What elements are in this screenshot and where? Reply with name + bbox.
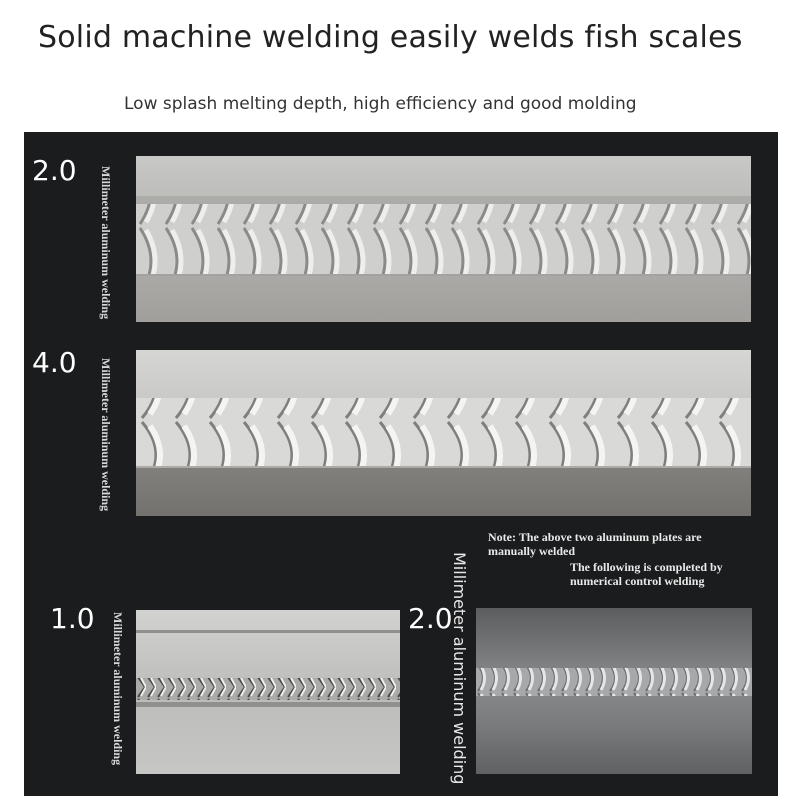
cnc-welding-note: The following is completed by numerical … — [570, 560, 723, 588]
thickness-label-sample-3: 1.0 — [50, 602, 95, 635]
weld-photo-sample-2 — [136, 350, 751, 516]
thickness-label-sample-1: 2.0 — [32, 154, 77, 187]
material-label-sample-1: Millimeter aluminum welding — [99, 166, 113, 320]
material-label-sample-4: Millimeter aluminum welding — [450, 552, 469, 785]
page-subtitle: Low splash melting depth, high efficienc… — [124, 94, 637, 114]
manual-welding-note: Note: The above two aluminum plates are … — [488, 530, 702, 558]
weld-photo-sample-4 — [476, 608, 752, 774]
thickness-label-sample-2: 4.0 — [32, 346, 77, 379]
weld-samples-panel: 2.0 Millimeter aluminum welding 4.0 M — [24, 132, 778, 796]
weld-photo-sample-3 — [136, 610, 400, 774]
page-title: Solid machine welding easily welds fish … — [38, 20, 743, 55]
material-label-sample-3: Millimeter aluminum welding — [111, 612, 125, 766]
weld-photo-sample-1 — [136, 156, 751, 322]
material-label-sample-2: Millimeter aluminum welding — [99, 358, 113, 512]
thickness-label-sample-4: 2.0 — [408, 602, 453, 635]
